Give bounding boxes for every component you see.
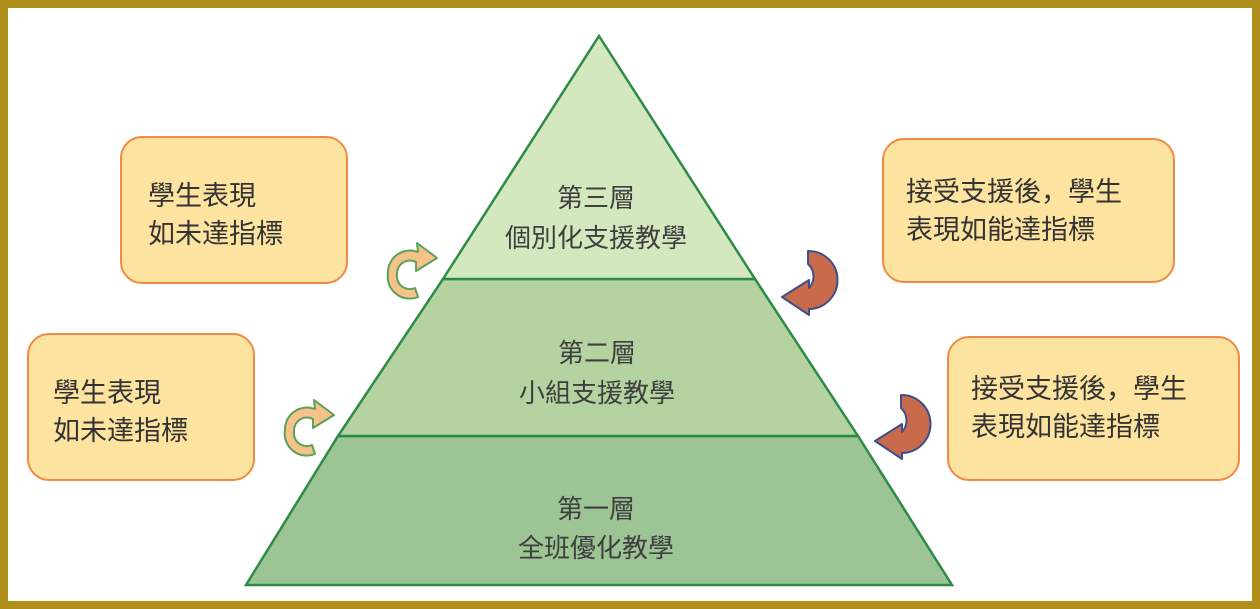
- tier-1-level: 第一層: [557, 495, 635, 525]
- left-box-upper: 學生表現 如未達指標: [120, 136, 348, 284]
- left-box-lower-line2: 如未達指標: [53, 416, 188, 447]
- tier-1-name: 全班優化教學: [518, 534, 674, 564]
- tier-2-name: 小組支援教學: [519, 379, 675, 409]
- tier-3-level: 第三層: [557, 184, 635, 214]
- right-box-upper-line1: 接受支援後，學生: [906, 177, 1122, 208]
- curved-arrow-down-icon: [874, 393, 932, 460]
- curved-arrow-up-icon: [283, 399, 335, 457]
- curved-arrow-up-icon: [386, 242, 438, 300]
- left-box-upper-line2: 如未達指標: [148, 219, 283, 250]
- right-box-lower-line1: 接受支援後，學生: [971, 374, 1187, 405]
- right-box-upper: 接受支援後，學生 表現如能達指標: [882, 138, 1175, 283]
- tier-3-name: 個別化支援教學: [505, 224, 687, 254]
- curved-arrow-down-icon: [781, 249, 839, 316]
- right-box-upper-line2: 表現如能達指標: [906, 215, 1095, 246]
- tier-2-level: 第二層: [558, 339, 636, 369]
- left-box-upper-line1: 學生表現: [148, 181, 256, 212]
- left-box-lower: 學生表現 如未達指標: [27, 333, 255, 481]
- right-box-lower: 接受支援後，學生 表現如能達指標: [947, 336, 1240, 481]
- tier-3-shape: [440, 33, 758, 281]
- right-box-lower-line2: 表現如能達指標: [971, 412, 1160, 443]
- left-box-lower-line1: 學生表現: [53, 378, 161, 409]
